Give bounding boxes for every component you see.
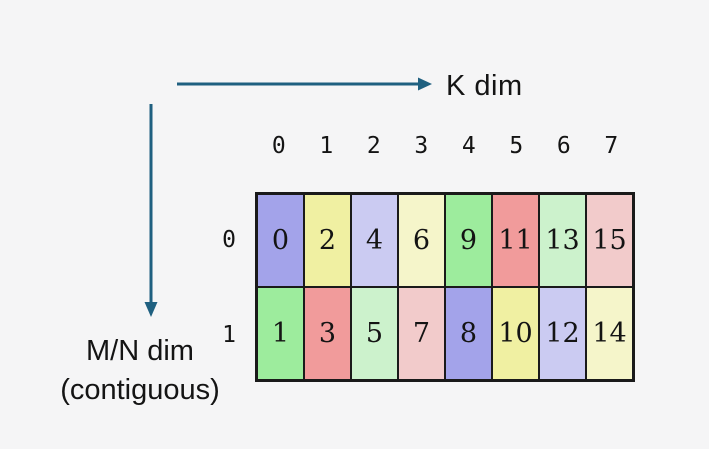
matrix-cell: 4 xyxy=(351,194,398,287)
matrix-cell: 15 xyxy=(586,194,633,287)
matrix-cell: 8 xyxy=(445,287,492,380)
matrix-cell: 3 xyxy=(304,287,351,380)
matrix-cell: 2 xyxy=(304,194,351,287)
row-header: 0 xyxy=(222,226,236,253)
mn-dim-arrowhead-icon xyxy=(144,302,158,317)
mn-dim-axis-label-line1: M/N dim xyxy=(86,335,194,367)
column-headers: 0 1 2 3 4 5 6 7 xyxy=(255,133,635,159)
column-header: 4 xyxy=(461,133,476,159)
column-header: 0 xyxy=(271,133,286,159)
matrix-cell: 7 xyxy=(398,287,445,380)
mn-dim-axis-label-line2: (contiguous) xyxy=(60,374,220,406)
column-header: 6 xyxy=(556,133,571,159)
matrix-cell: 9 xyxy=(445,194,492,287)
row-header: 1 xyxy=(222,321,236,348)
matrix-cell: 1 xyxy=(257,287,304,380)
column-header: 5 xyxy=(509,133,524,159)
matrix-cell: 10 xyxy=(492,287,539,380)
matrix-cell: 13 xyxy=(539,194,586,287)
matrix-cell: 0 xyxy=(257,194,304,287)
matrix-cell: 12 xyxy=(539,287,586,380)
matrix-cell: 11 xyxy=(492,194,539,287)
mn-dim-axis-label: M/N dim (contiguous) xyxy=(24,332,256,410)
column-header: 7 xyxy=(604,133,619,159)
column-header: 2 xyxy=(366,133,381,159)
k-dim-arrowhead-icon xyxy=(418,77,432,91)
column-header: 3 xyxy=(414,133,429,159)
column-header: 1 xyxy=(319,133,334,159)
k-dim-axis-label: K dim xyxy=(446,70,523,102)
matrix-cell: 6 xyxy=(398,194,445,287)
matrix-cell: 5 xyxy=(351,287,398,380)
matrix-cell: 14 xyxy=(586,287,633,380)
